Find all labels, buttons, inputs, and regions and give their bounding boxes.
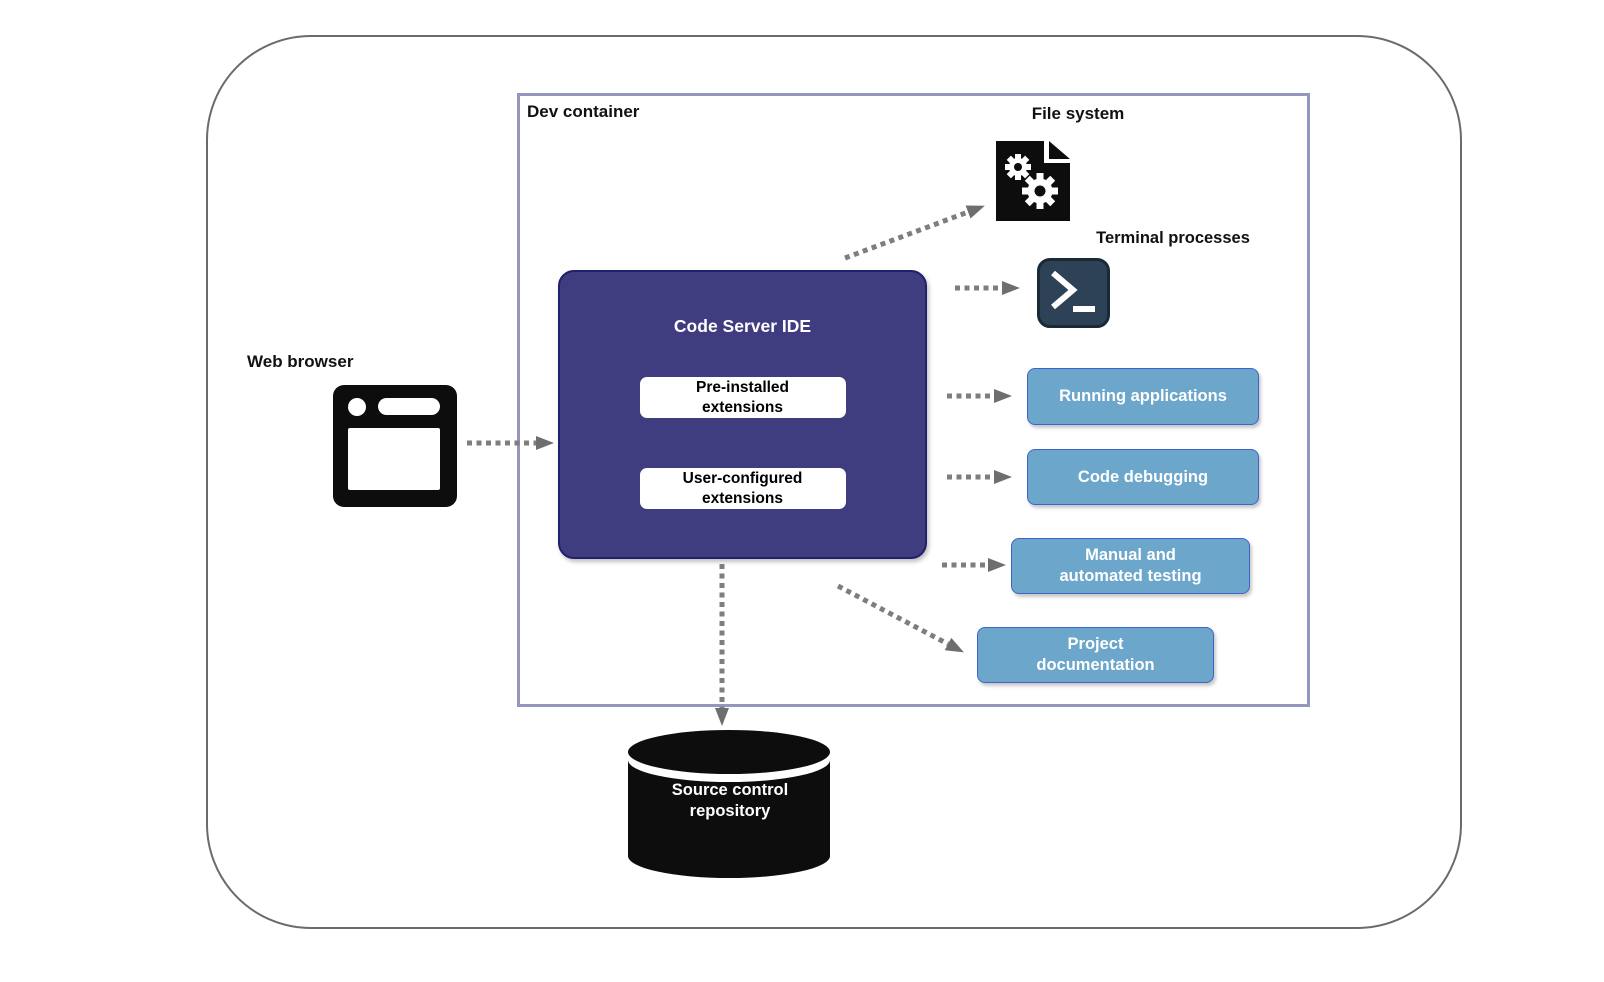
pre-installed-extensions-box: Pre-installed extensions xyxy=(639,377,846,418)
gear-icon xyxy=(1005,154,1031,180)
browser-icon xyxy=(333,385,457,507)
database-icon xyxy=(628,730,830,878)
gear-icon xyxy=(1022,173,1058,209)
project-documentation-box: Project documentation xyxy=(977,627,1214,683)
file-system-label: File system xyxy=(1031,104,1125,123)
user-configured-extensions-box: User-configured extensions xyxy=(639,468,846,509)
cylinder-body xyxy=(628,760,830,878)
terminal-processes-label: Terminal processes xyxy=(1096,229,1250,247)
source-control-repository-label: Source control repository xyxy=(671,781,789,821)
file-system-icon xyxy=(996,141,1070,221)
web-browser-label: Web browser xyxy=(247,352,354,371)
code-server-ide-box: Code Server IDE Pre-installed extensions… xyxy=(558,270,927,559)
dev-container-label: Dev container xyxy=(527,102,640,121)
browser-viewport xyxy=(348,428,440,490)
browser-dot xyxy=(348,398,366,416)
manual-automated-testing-box: Manual and automated testing xyxy=(1011,538,1250,594)
running-applications-box: Running applications xyxy=(1027,368,1259,425)
code-debugging-box: Code debugging xyxy=(1027,449,1259,505)
terminal-icon xyxy=(1037,258,1110,328)
outer-boundary xyxy=(206,35,1462,929)
browser-address-bar xyxy=(378,398,440,415)
code-server-ide-title: Code Server IDE xyxy=(673,316,812,336)
terminal-glyph xyxy=(1051,270,1095,312)
document-fold xyxy=(1049,141,1070,159)
cylinder-top xyxy=(628,730,830,774)
